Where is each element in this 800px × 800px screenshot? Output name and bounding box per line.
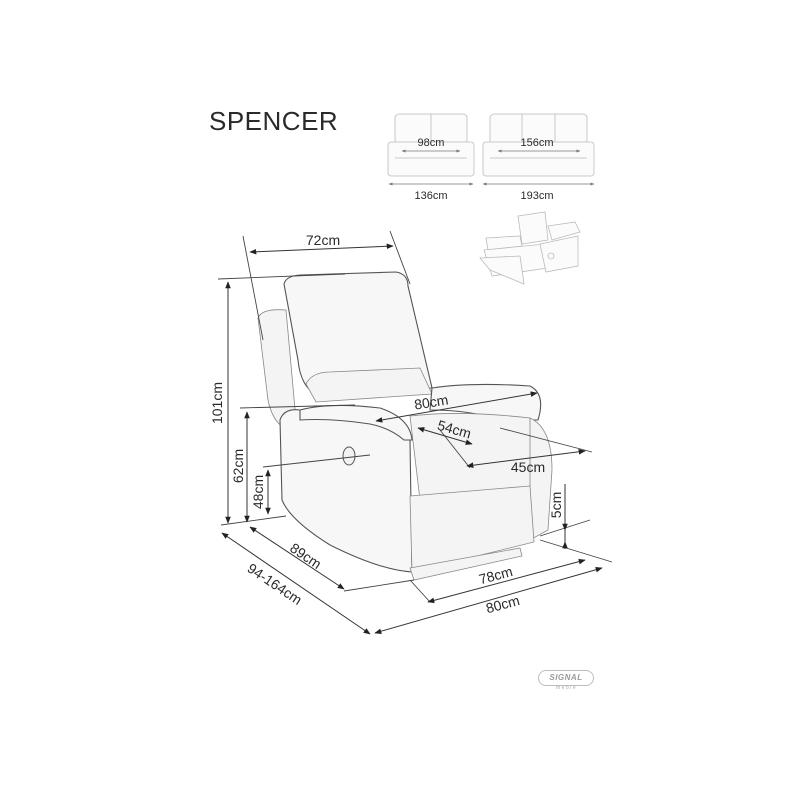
three-seater-outer-width: 193cm: [520, 190, 553, 202]
ext-floor: [220, 515, 287, 526]
label-total-height: 101cm: [209, 382, 225, 424]
dimension-lines: [221, 243, 603, 635]
label-total-width: 80cm: [413, 391, 449, 412]
reclined-lever-icon: [547, 252, 555, 260]
brand-logo: SIGNAL: [538, 670, 594, 686]
label-armrest-height: 62cm: [230, 449, 246, 483]
reclined-armchair-thumbnail: [479, 211, 581, 285]
ext-backrest-left: [242, 235, 264, 341]
two-seater-inner-width: 98cm: [418, 137, 445, 149]
label-depth: 89cm: [287, 540, 324, 572]
two-seater-outer-width: 136cm: [414, 190, 447, 202]
dim-line-seat-width: [417, 427, 473, 445]
reclined-side: [539, 235, 579, 273]
label-seat-height: 48cm: [250, 475, 266, 509]
three-seater-thumbnail: 156cm 193cm: [482, 113, 595, 202]
label-bottom-width: 80cm: [484, 592, 521, 616]
reclined-armrest-right: [547, 221, 581, 241]
ext-depth-front: [343, 579, 415, 592]
three-seater-inner-width: 156cm: [520, 137, 553, 149]
label-leg-height: 5cm: [548, 492, 564, 518]
dim-line-seat-depth: [466, 449, 586, 468]
armchair-sketch: [257, 271, 553, 581]
reclined-backrest: [517, 211, 549, 245]
armchair-footrest-panel: [409, 485, 535, 573]
ext-armrest: [239, 404, 356, 409]
ext-base-left: [409, 579, 431, 603]
ext-seat-depth: [499, 427, 593, 453]
ext-backrest-right: [389, 230, 411, 285]
product-title: SPENCER: [209, 106, 339, 136]
label-seat-depth: 45cm: [511, 459, 545, 475]
dim-line-bottom-width: [374, 567, 603, 634]
recliner-lever-icon: [342, 446, 356, 466]
ext-top: [217, 273, 346, 280]
extension-lines: [217, 230, 613, 603]
ext-base-right: [539, 539, 613, 563]
ext-seat: [262, 454, 371, 468]
label-backrest-width: 72cm: [306, 232, 340, 248]
dim-line-total-width: [375, 391, 538, 423]
brand-logo-subtitle: meble: [556, 685, 578, 691]
dim-line-depth-reclined: [221, 532, 371, 635]
two-seater-thumbnail: 98cm 136cm: [387, 113, 475, 202]
dim-line-backrest-width: [249, 243, 394, 255]
armchair-backrest: [283, 271, 433, 393]
reclined-footrest: [479, 255, 525, 285]
